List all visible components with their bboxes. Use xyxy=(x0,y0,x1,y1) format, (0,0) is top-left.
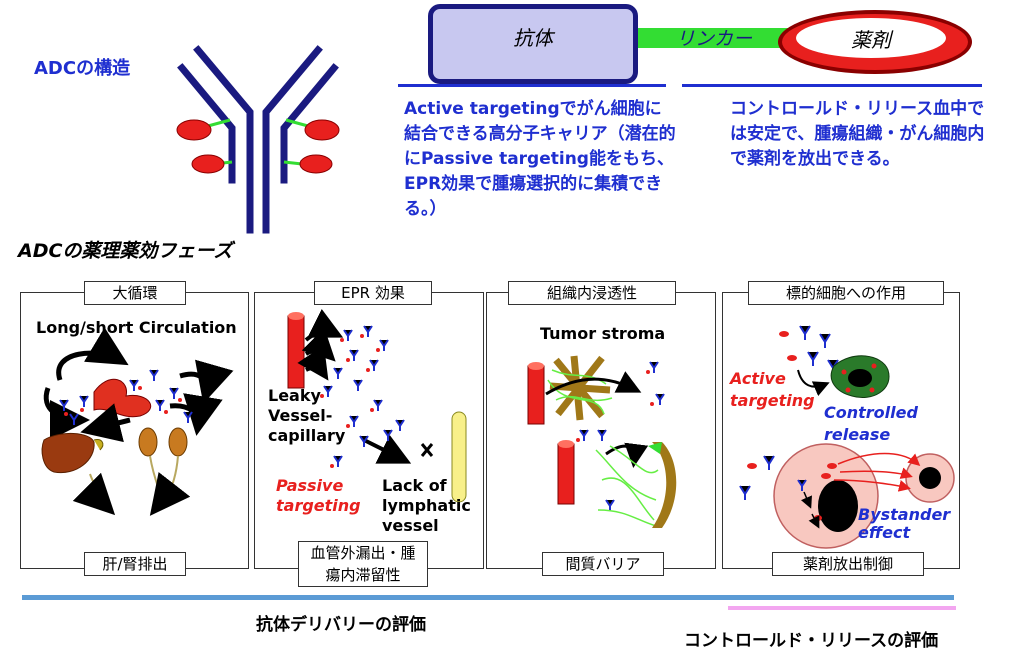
epr-illustration xyxy=(287,308,467,503)
linker-label: リンカー xyxy=(676,28,753,50)
controlled-release-text: Controlled release xyxy=(824,403,918,444)
release-evaluation-bar xyxy=(728,606,956,610)
delivery-evaluation-label: 抗体デリバリーの評価 xyxy=(256,615,426,635)
active-targeting-text: Active targeting xyxy=(730,369,815,410)
linker-bar xyxy=(638,28,793,48)
target-cell-illustration xyxy=(739,325,955,549)
antibody-structure-diagram xyxy=(176,45,340,234)
adc-structure-title: ADCの構造 xyxy=(34,58,131,79)
delivery-evaluation-bar xyxy=(22,595,954,600)
penetration-illustration xyxy=(527,355,677,528)
panel-target-cell-caption: 薬剤放出制御 xyxy=(772,552,924,576)
panel-epr-caption: 血管外漏出・腫瘍内滞留性 xyxy=(298,541,428,587)
panel-epr-label: EPR 効果 xyxy=(314,281,432,305)
panel-penetration-caption: 間質バリア xyxy=(542,552,664,576)
passive-targeting-text: Passive targeting xyxy=(276,476,361,515)
leaky-vessel-text: Leaky Vessel-capillary xyxy=(268,386,346,445)
antibody-rule xyxy=(398,84,666,87)
antibody-label: 抗体 xyxy=(513,26,553,50)
panel-target-cell-label: 標的細胞への作用 xyxy=(748,281,944,305)
circulation-illustration xyxy=(41,327,234,516)
circulation-text: Long/short Circulation xyxy=(36,318,237,337)
release-rule xyxy=(682,84,982,87)
drug-ellipse-inner xyxy=(796,18,946,58)
release-description: コントロールド・リリース血中では安定で、腫瘍組織・がん細胞内で薬剤を放出できる。 xyxy=(730,99,985,169)
tumor-stroma-text: Tumor stroma xyxy=(540,324,666,343)
antibody-description: Active targetingでがん細胞に結合できる高分子キャリア（潜在的にP… xyxy=(404,99,676,219)
lymphatic-text: Lack of lymphatic vessel xyxy=(382,476,471,535)
panel-penetration-label: 組織内浸透性 xyxy=(508,281,676,305)
panel-circulation-label: 大循環 xyxy=(84,281,186,305)
phase-title: ADCの薬理薬効フェーズ xyxy=(18,240,233,262)
panel-circulation-caption: 肝/腎排出 xyxy=(84,552,186,576)
drug-label: 薬剤 xyxy=(851,28,891,52)
antibody-box xyxy=(428,4,638,84)
release-evaluation-label: コントロールド・リリースの評価 xyxy=(684,631,939,651)
bystander-effect-text: Bystander effect xyxy=(858,505,951,542)
